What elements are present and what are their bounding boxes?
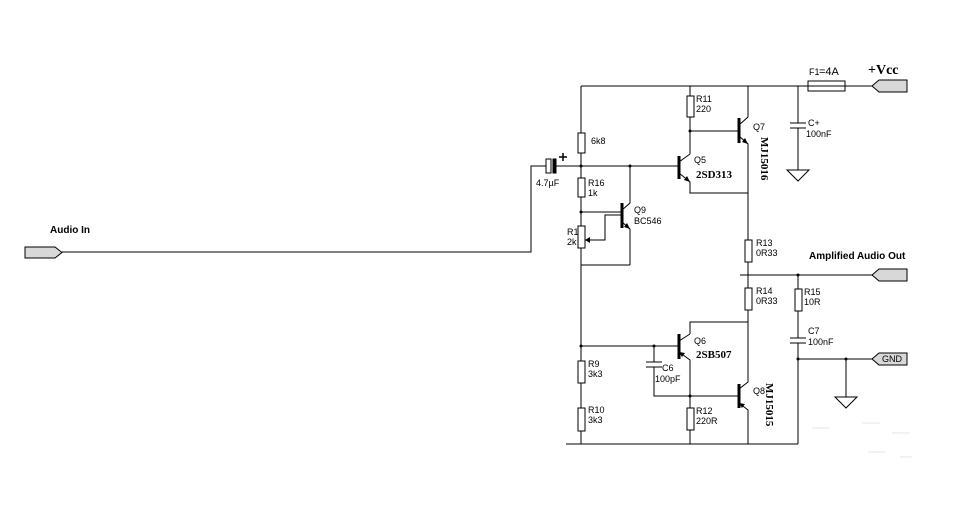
q7-value: MJ15016 [758,137,770,181]
q7-ref: Q7 [753,122,765,132]
transistor-q5 [671,153,748,194]
q5-value: 2SD313 [696,169,733,181]
r13-ref: R13 [756,238,773,248]
transistor-q8 [737,322,749,444]
gnd-label: GND [882,354,903,364]
junction-dot [688,394,692,398]
cplus-value: 100nF [806,129,832,139]
r12-ref: R12 [696,406,713,416]
f1-value: =4A [819,66,840,78]
ground-symbol [785,169,811,182]
c7-ref: C7 [808,326,820,336]
q5-ref: Q5 [694,155,706,165]
resistor-r11 [686,95,695,118]
r13-value: 0R33 [756,248,778,258]
r-6k8-value: 6k8 [591,136,606,146]
vcc-label: +Vcc [868,63,899,78]
cplus-ref: C+ [808,118,820,128]
capacitor-c6 [646,346,690,397]
transistor-q7 [737,86,749,240]
fuse-f1 [807,80,846,92]
q6-collector-wire [689,310,749,334]
q6-value: 2SB507 [696,349,732,361]
audio-in-label: Audio In [50,225,90,236]
wiper-arrow [585,237,590,243]
ground-symbol [833,396,859,409]
r9-value: 3k3 [588,369,603,379]
resistor-r13 [744,239,753,263]
resistor-r14 [744,287,753,311]
potentiometer-r1 [577,225,586,249]
audio-in-port [24,246,63,259]
q9-value: BC546 [634,216,662,226]
r15-value: 10R [804,297,821,307]
r11-ref: R11 [696,94,712,104]
junction-dot [652,344,656,348]
r1-value: 2k [567,237,577,247]
c6-value: 100pF [655,374,681,384]
q8-value: MJ15015 [763,383,775,427]
r14-ref: R14 [756,286,773,296]
pot-wiper [585,228,606,241]
q8-ref: Q8 [753,386,765,396]
faint-marks [812,422,912,458]
capacitor-cplus [790,122,806,129]
c6-ref: C6 [662,363,674,373]
r9-ref: R9 [588,359,600,369]
transistor-q9 [604,166,631,265]
c7-value: 100nF [808,337,834,347]
r1-ref: R1 [567,227,579,237]
q9-ref: Q9 [634,205,646,215]
resistor-6k8 [577,132,586,154]
r12-value: 220R [696,416,718,426]
r15-ref: R15 [804,287,821,297]
resistor-r15 [794,288,803,312]
r16-value: 1k [588,188,598,198]
r11-value: 220 [696,104,711,114]
input-capacitor [545,153,581,174]
f1-ref: F1 [809,67,820,77]
resistor-r16 [577,177,586,198]
resistor-r9 [577,360,586,384]
input-wire [62,165,546,253]
plus-sign [559,153,567,161]
audio-out-port [871,268,908,282]
pot-bottom-wire [580,248,630,266]
capacitor-c7 [790,337,806,344]
audio-out-label: Amplified Audio Out [809,251,906,262]
q6-ref: Q6 [694,336,706,346]
r10-ref: R10 [588,405,605,415]
resistor-r10 [577,407,586,432]
r16-ref: R16 [588,178,605,188]
r14-value: 0R33 [756,296,778,306]
r10-value: 3k3 [588,415,603,425]
c-in-value: 4.7µF [536,178,560,188]
vcc-port [871,79,908,93]
resistor-r12 [686,407,695,431]
transistor-q6 [671,333,739,397]
gnd-port [871,352,908,366]
